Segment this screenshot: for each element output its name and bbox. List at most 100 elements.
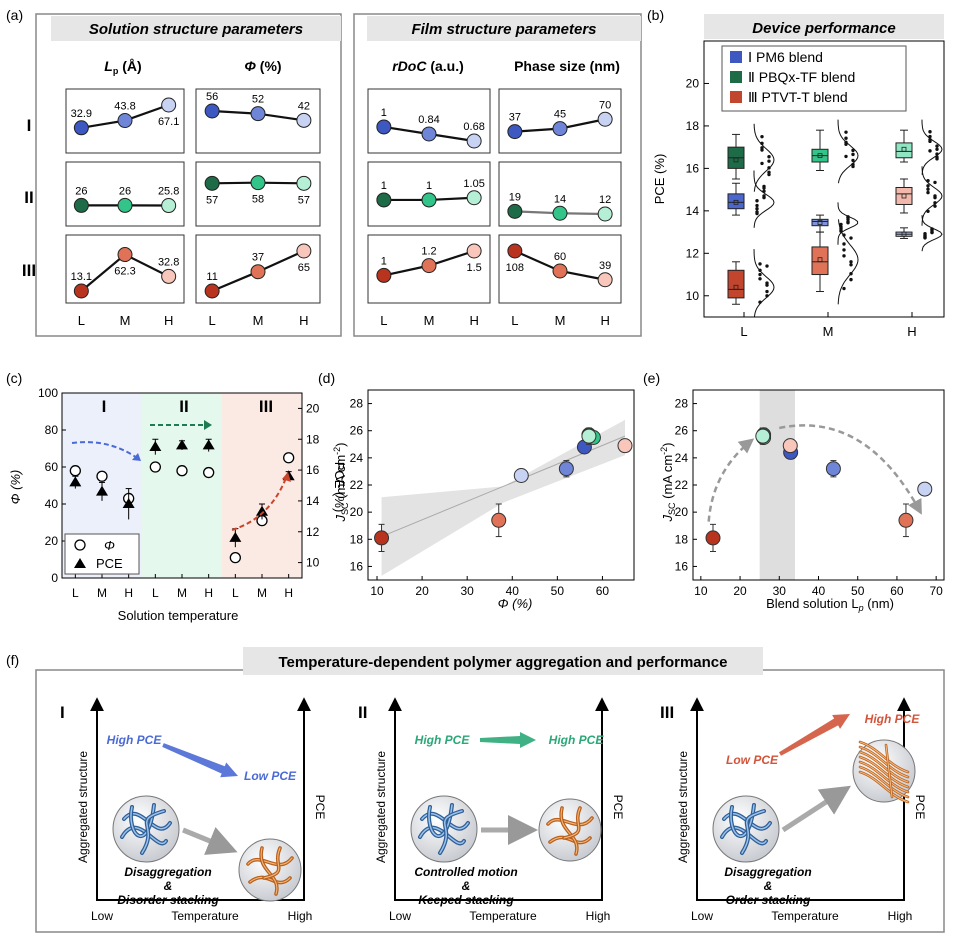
e-xtick-label: 40 bbox=[812, 584, 826, 598]
b-dot bbox=[767, 172, 771, 177]
panel-a: Solution structure parameters Film struc… bbox=[22, 13, 642, 337]
e-plot-frame bbox=[692, 389, 945, 581]
label-a_phi-II-H: 57 bbox=[298, 194, 310, 206]
b-dot bbox=[851, 164, 855, 169]
point-a_phase-I-L bbox=[507, 124, 523, 140]
point-a_phi-I-M bbox=[250, 106, 266, 122]
b-dot bbox=[846, 221, 850, 225]
f-ylabel-right-I: PCE bbox=[313, 795, 327, 820]
d-point-III-H bbox=[617, 438, 633, 454]
e-point-I-H bbox=[917, 481, 933, 497]
b-density-curve bbox=[921, 166, 943, 226]
label-a_phase-III-H: 39 bbox=[599, 260, 611, 272]
f-ball-end-II bbox=[538, 798, 602, 862]
col-label-lp: Lp (Å) bbox=[104, 58, 141, 76]
b-dot bbox=[842, 242, 846, 246]
c-phi-point-0 bbox=[69, 465, 81, 477]
f-ball-end-III-strand-hl bbox=[859, 746, 909, 778]
c-pce-point-4 bbox=[176, 439, 188, 450]
b-xtick-label: M bbox=[823, 324, 834, 339]
point-a_rdoc-II-H bbox=[466, 190, 482, 206]
d-point-I-M bbox=[558, 461, 574, 477]
f-roman-II: II bbox=[358, 703, 367, 722]
panel-c-legend-phi-marker bbox=[74, 539, 86, 551]
label-a_lp-III-L: 13.1 bbox=[71, 271, 92, 283]
panel-label-a: (a) bbox=[6, 7, 23, 23]
f-caption3-II: Keeped stacking bbox=[418, 893, 514, 907]
f-pce-end-III: High PCE bbox=[865, 712, 921, 726]
c-pce-point-1 bbox=[96, 485, 108, 496]
b-dot bbox=[760, 161, 764, 166]
b-dot bbox=[851, 148, 855, 153]
b-dot bbox=[935, 144, 939, 148]
b-xtick-label: H bbox=[907, 324, 916, 339]
b-dot bbox=[758, 277, 762, 281]
b-mean bbox=[733, 284, 739, 290]
d-ytick-label: 18 bbox=[350, 532, 364, 546]
c-region-III-shade bbox=[222, 393, 302, 578]
panel-label-b: (b) bbox=[647, 7, 664, 23]
point-a_phi-I-L bbox=[204, 103, 220, 119]
e-ytick-label: 26 bbox=[675, 424, 689, 438]
label-a_lp-I-H: 67.1 bbox=[158, 116, 179, 128]
panel-label-d: (d) bbox=[318, 370, 335, 386]
f-ball-start-II-strand-hl bbox=[439, 810, 463, 854]
f-ball-end-II-strand-hl bbox=[563, 807, 581, 839]
b-ytick-label: 20 bbox=[686, 76, 700, 90]
label-a_rdoc-I-L: 1 bbox=[381, 107, 387, 119]
f-pce-start-I: High PCE bbox=[107, 733, 163, 747]
panel-c-xlabel: Solution temperature bbox=[118, 608, 239, 623]
f-ball-end-III-strand-hl bbox=[859, 756, 909, 788]
b-dot bbox=[760, 134, 764, 139]
panel-c-ylabel-left: Φ (%) bbox=[8, 470, 23, 505]
b-box-PTVT-T-blend-L bbox=[727, 269, 745, 299]
a-xtick-a_phase-M: M bbox=[555, 313, 566, 328]
b-mean bbox=[817, 220, 823, 225]
b-box-PTVT-T-blend-H bbox=[895, 186, 913, 205]
c-ytick-right-label: 10 bbox=[306, 556, 320, 570]
point-a_rdoc-III-H bbox=[466, 243, 482, 259]
f-ball-start-I bbox=[112, 795, 180, 863]
b-dot bbox=[762, 186, 766, 190]
d-xtick-label: 30 bbox=[461, 584, 475, 598]
c-ytick-left-label: 20 bbox=[45, 534, 59, 548]
panel-c-legend-phi: Φ bbox=[104, 538, 115, 553]
label-a_phi-III-H: 65 bbox=[298, 262, 310, 274]
b-density-curve bbox=[753, 123, 775, 192]
a-xtick-a_rdoc-H: H bbox=[469, 313, 478, 328]
c-phi-point-3 bbox=[149, 461, 161, 473]
f-ball-end-III-strand-hl bbox=[859, 771, 909, 803]
label-a_lp-II-L: 26 bbox=[75, 185, 87, 197]
label-a_phi-I-H: 42 bbox=[298, 100, 310, 112]
d-point-III-L bbox=[374, 530, 390, 546]
d-ytick-label: 16 bbox=[350, 559, 364, 573]
f-pce-end-I: Low PCE bbox=[244, 769, 297, 783]
label-a_rdoc-III-H: 1.5 bbox=[466, 262, 481, 274]
b-mean bbox=[901, 146, 907, 152]
b-dot bbox=[933, 195, 937, 200]
b-mean bbox=[901, 231, 907, 237]
panel-a-right-header bbox=[367, 16, 641, 41]
label-a_phi-I-M: 52 bbox=[252, 94, 264, 106]
panel-a-right-header-text: Film structure parameters bbox=[411, 21, 596, 38]
f-xlabel-mid-II: Temperature bbox=[469, 909, 537, 923]
b-dot bbox=[849, 277, 853, 282]
panel-label-e: (e) bbox=[643, 370, 660, 386]
panel-b-legend-frame bbox=[721, 45, 907, 112]
label-a_rdoc-II-H: 1.05 bbox=[463, 178, 484, 190]
panel-c-legend: Φ PCE bbox=[64, 533, 140, 575]
b-dot bbox=[842, 254, 846, 258]
panel-c-region-I: I bbox=[102, 397, 107, 416]
b-dot bbox=[851, 158, 855, 163]
f-ball-end-I-sphere bbox=[238, 838, 302, 902]
b-density-curve bbox=[921, 119, 943, 175]
d-point-III-M bbox=[491, 512, 507, 528]
f-ball-end-II-strand-hl bbox=[547, 817, 593, 825]
f-ball-start-III-strand-hl bbox=[730, 804, 755, 837]
c-pce-point-6 bbox=[229, 531, 242, 542]
b-dot bbox=[842, 286, 846, 291]
label-a_lp-II-H: 25.8 bbox=[158, 186, 179, 198]
panel-d-marks bbox=[374, 427, 633, 552]
d-ytick-label: 24 bbox=[350, 451, 364, 465]
e-highlight-band bbox=[759, 390, 795, 580]
